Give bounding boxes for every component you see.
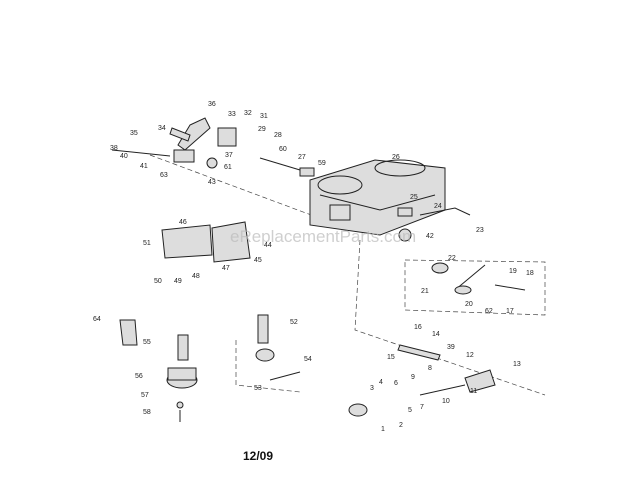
callout-label: 54 [304, 356, 312, 363]
callout-label: 49 [174, 278, 182, 285]
callout-label: 9 [411, 374, 415, 381]
callout-label: 18 [526, 270, 534, 277]
callout-label: 38 [110, 145, 118, 152]
callout-label: 24 [434, 203, 442, 210]
callout-label: 31 [260, 113, 268, 120]
callout-label: 11 [470, 388, 477, 395]
callout-label: 59 [318, 160, 326, 167]
callout-label: 39 [447, 344, 455, 351]
callout-label: 16 [414, 324, 422, 331]
callout-label: 28 [274, 132, 282, 139]
callout-label: 21 [421, 288, 429, 295]
callout-label: 42 [426, 233, 434, 240]
callout-label: 12 [466, 352, 474, 359]
callout-label: 55 [143, 339, 151, 346]
callout-label: 47 [222, 265, 230, 272]
callout-label: 60 [279, 146, 287, 153]
callout-label: 61 [224, 164, 232, 171]
callout-label: 53 [254, 385, 262, 392]
watermark: eReplacementParts.com [230, 227, 416, 246]
callout-label: 4 [379, 379, 383, 386]
callout-labels: 36 33 32 31 34 29 35 28 37 38 40 60 27 5… [93, 101, 534, 433]
callout-label: 8 [428, 365, 432, 372]
callout-label: 15 [387, 354, 395, 361]
callout-label: 45 [254, 257, 262, 264]
callout-label: 62 [485, 308, 493, 315]
callout-label: 57 [141, 392, 149, 399]
callout-label: 2 [399, 422, 403, 429]
callout-label: 3 [370, 385, 374, 392]
date-code: 12/09 [243, 449, 273, 463]
callout-label: 52 [290, 319, 298, 326]
callout-label: 13 [513, 361, 521, 368]
callout-label: 17 [506, 308, 514, 315]
callout-label: 10 [442, 398, 450, 405]
callout-label: 35 [130, 130, 138, 137]
callout-label: 20 [465, 301, 473, 308]
parts [111, 117, 526, 422]
callout-label: 51 [143, 240, 151, 247]
callout-label: 33 [228, 111, 236, 118]
callout-label: 29 [258, 126, 266, 133]
callout-label: 37 [225, 152, 233, 159]
callout-label: 64 [93, 316, 101, 323]
callout-label: 50 [154, 278, 162, 285]
callout-label: 56 [135, 373, 143, 380]
callout-label: 7 [420, 404, 424, 411]
callout-label: 14 [432, 331, 440, 338]
callout-label: 63 [160, 172, 168, 179]
callout-label: 23 [476, 227, 484, 234]
callout-label: 25 [410, 194, 418, 201]
callout-label: 34 [158, 125, 166, 132]
callout-label: 36 [208, 101, 216, 108]
callout-label: 22 [448, 255, 456, 262]
callout-label: 19 [509, 268, 517, 275]
callout-label: 41 [140, 163, 148, 170]
callout-label: 46 [179, 219, 187, 226]
callout-label: 58 [143, 409, 151, 416]
callout-label: 40 [120, 153, 128, 160]
callout-label: 1 [381, 426, 385, 433]
callout-label: 27 [298, 154, 306, 161]
callout-label: 43 [208, 179, 216, 186]
drill-press-head-housing [309, 159, 446, 236]
callout-label: 5 [408, 407, 412, 414]
callout-label: 6 [394, 380, 398, 387]
callout-label: 48 [192, 273, 200, 280]
callout-label: 32 [244, 110, 252, 117]
callout-label: 44 [264, 242, 272, 249]
callout-label: 26 [392, 154, 400, 161]
